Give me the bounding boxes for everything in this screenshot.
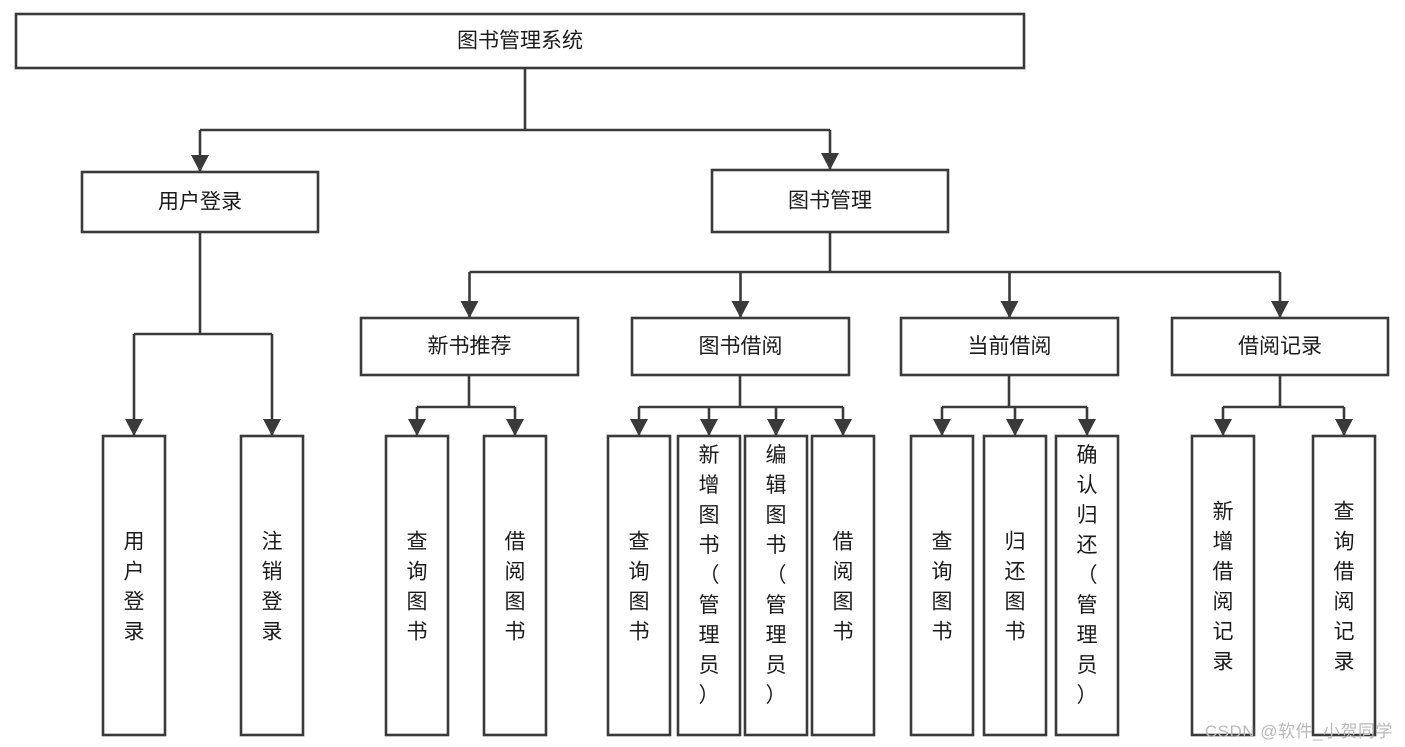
node-leaf-confirm-return-admin-box [1054, 434, 1120, 737]
node-leaf-return-book-label: 归还图书 [1005, 530, 1026, 643]
bookborrow-to-leaves-arrow-1 [700, 419, 718, 436]
userlogin-to-leaves-arrow-0 [125, 419, 143, 436]
node-leaf-query-book-recommend-label: 查询图书 [407, 530, 428, 643]
node-borrow-record-label: 借阅记录 [1238, 335, 1322, 358]
node-leaf-query-book-current-label: 查询图书 [932, 530, 953, 643]
node-leaf-add-book-admin[interactable]: 新增图书（管理员） [676, 434, 742, 737]
node-leaf-return-book[interactable]: 归还图书 [982, 434, 1048, 737]
bookmanage-to-level2-arrow-2 [1000, 301, 1019, 318]
bookborrow-to-leaves-arrow-3 [834, 419, 852, 436]
node-leaf-user-login-label: 用户登录 [124, 530, 145, 643]
node-leaf-query-book-borrow[interactable]: 查询图书 [606, 434, 672, 737]
node-book-manage-box [710, 168, 950, 234]
node-leaf-add-borrow-record-box [1190, 434, 1256, 737]
node-leaf-borrow-book-recommend-box [482, 434, 548, 737]
currentborrow-to-leaves-arrow-1 [1006, 419, 1024, 436]
connectors-layer [125, 68, 1353, 436]
node-leaf-add-borrow-record-label: 新增借阅记录 [1213, 500, 1234, 673]
node-leaf-borrow-book-box [810, 434, 876, 737]
node-leaf-user-login-box [101, 434, 167, 737]
currentborrow-to-leaves-arrow-2 [1078, 419, 1096, 436]
bookmanage-to-level2-arrow-1 [731, 301, 750, 318]
node-leaf-borrow-book[interactable]: 借阅图书 [810, 434, 876, 737]
node-leaf-add-book-admin-box [676, 434, 742, 737]
node-leaf-query-book-recommend-box [384, 434, 450, 737]
node-borrow-record-box [1170, 316, 1390, 377]
root-to-level1-arrow-1 [821, 153, 839, 170]
recommend-to-leaves-arrow-0 [408, 419, 426, 436]
borrowrecord-to-leaves-arrow-0 [1214, 419, 1232, 436]
node-book-manage[interactable]: 图书管理 [710, 168, 950, 234]
node-user-login-label: 用户登录 [158, 191, 242, 214]
currentborrow-to-leaves-arrow-0 [933, 419, 951, 436]
node-user-login-box [80, 170, 320, 234]
userlogin-to-leaves-arrow-1 [263, 419, 281, 436]
node-leaf-query-borrow-record[interactable]: 查询借阅记录 [1311, 434, 1377, 737]
node-new-book-recommend[interactable]: 新书推荐 [359, 316, 580, 377]
node-current-borrow-box [899, 316, 1120, 377]
node-new-book-recommend-label: 新书推荐 [428, 335, 512, 358]
recommend-to-leaves-arrow-1 [506, 419, 524, 436]
node-leaf-query-book-recommend[interactable]: 查询图书 [384, 434, 450, 737]
node-leaf-return-book-box [982, 434, 1048, 737]
node-leaf-query-book-current[interactable]: 查询图书 [909, 434, 975, 737]
node-leaf-query-book-borrow-box [606, 434, 672, 737]
node-borrow-record[interactable]: 借阅记录 [1170, 316, 1390, 377]
node-new-book-recommend-box [359, 316, 580, 377]
node-leaf-edit-book-admin-box [743, 434, 809, 737]
bookmanage-to-level2-arrow-3 [1271, 301, 1289, 318]
bookborrow-to-leaves-arrow-2 [767, 419, 785, 436]
node-book-borrow-label: 图书借阅 [699, 335, 783, 358]
node-leaf-add-book-admin-label: 新增图书（管理员） [699, 444, 720, 707]
node-leaf-logout-login-label: 注销登录 [262, 530, 283, 643]
node-user-login[interactable]: 用户登录 [80, 170, 320, 234]
node-leaf-logout-login-box [239, 434, 305, 737]
node-book-borrow-box [630, 316, 851, 377]
nodes-layer: 图书管理系统用户登录图书管理新书推荐图书借阅当前借阅借阅记录用户登录注销登录查询… [14, 12, 1390, 737]
node-root-system[interactable]: 图书管理系统 [14, 12, 1026, 70]
node-leaf-logout-login[interactable]: 注销登录 [239, 434, 305, 737]
node-book-borrow[interactable]: 图书借阅 [630, 316, 851, 377]
bookborrow-to-leaves-arrow-0 [630, 419, 648, 436]
node-current-borrow-label: 当前借阅 [968, 335, 1052, 358]
node-leaf-borrow-book-recommend[interactable]: 借阅图书 [482, 434, 548, 737]
node-leaf-confirm-return-admin[interactable]: 确认归还（管理员） [1054, 434, 1120, 737]
node-leaf-borrow-book-label: 借阅图书 [833, 530, 854, 643]
node-leaf-query-book-borrow-label: 查询图书 [629, 530, 650, 643]
bookmanage-to-level2-arrow-0 [460, 301, 479, 318]
node-leaf-edit-book-admin-label: 编辑图书（管理员） [766, 444, 787, 707]
node-book-manage-label: 图书管理 [788, 190, 872, 213]
node-leaf-add-borrow-record[interactable]: 新增借阅记录 [1190, 434, 1256, 737]
node-leaf-query-borrow-record-box [1311, 434, 1377, 737]
csdn-watermark: CSDN @软件_小贺同学 [1204, 722, 1393, 741]
node-leaf-borrow-book-recommend-label: 借阅图书 [505, 530, 526, 643]
node-current-borrow[interactable]: 当前借阅 [899, 316, 1120, 377]
borrowrecord-to-leaves-arrow-1 [1335, 419, 1353, 436]
root-to-level1-arrow-0 [191, 155, 209, 172]
node-root-system-box [14, 12, 1026, 70]
node-root-system-label: 图书管理系统 [457, 30, 583, 53]
node-leaf-edit-book-admin[interactable]: 编辑图书（管理员） [743, 434, 809, 737]
node-leaf-query-borrow-record-label: 查询借阅记录 [1334, 500, 1355, 673]
node-leaf-confirm-return-admin-label: 确认归还（管理员） [1077, 444, 1098, 707]
node-leaf-query-book-current-box [909, 434, 975, 737]
node-leaf-user-login[interactable]: 用户登录 [101, 434, 167, 737]
